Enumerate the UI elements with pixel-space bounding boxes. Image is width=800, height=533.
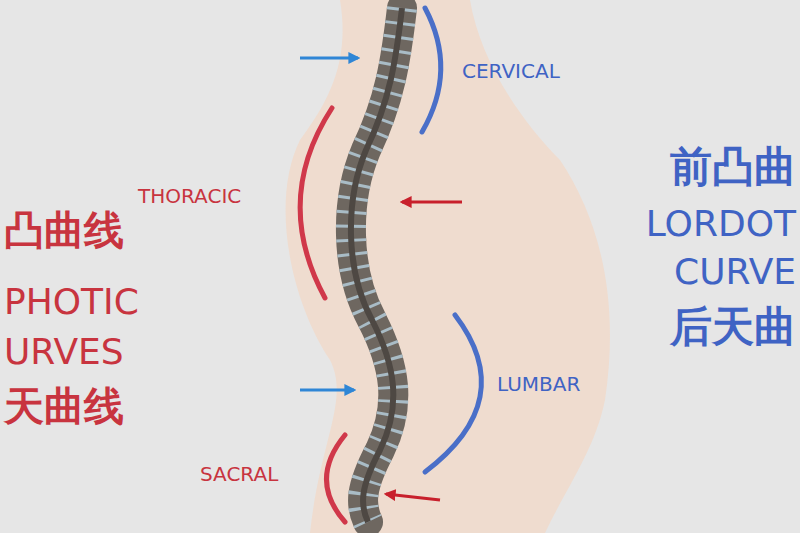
curve-label: 凸曲线 (4, 208, 124, 252)
spine-canal (351, 8, 402, 522)
arrow (300, 389, 354, 392)
lumbar-curve (425, 315, 481, 472)
arrow (402, 201, 462, 204)
region-label: SACRAL (200, 463, 278, 485)
curve-label: LORDOT (646, 204, 796, 244)
region-label: LUMBAR (497, 373, 580, 395)
spine-discs (351, 8, 402, 522)
arrow (300, 57, 358, 60)
curve-label: PHOTIC (4, 282, 139, 322)
body-silhouette (286, 0, 610, 533)
curve-label: 前凸曲 (670, 144, 796, 190)
curve-label: 后天曲 (670, 304, 796, 350)
curve-label: CURVE (674, 252, 796, 292)
thoracic-curve (300, 108, 332, 298)
sacral-curve (327, 435, 346, 522)
region-label: THORACIC (138, 185, 241, 207)
curve-label: 天曲线 (4, 384, 124, 428)
cervical-curve (422, 8, 441, 132)
spine-column (351, 8, 402, 522)
region-label: CERVICAL (462, 60, 560, 82)
curve-label: URVES (4, 332, 124, 372)
arrow (386, 494, 440, 500)
